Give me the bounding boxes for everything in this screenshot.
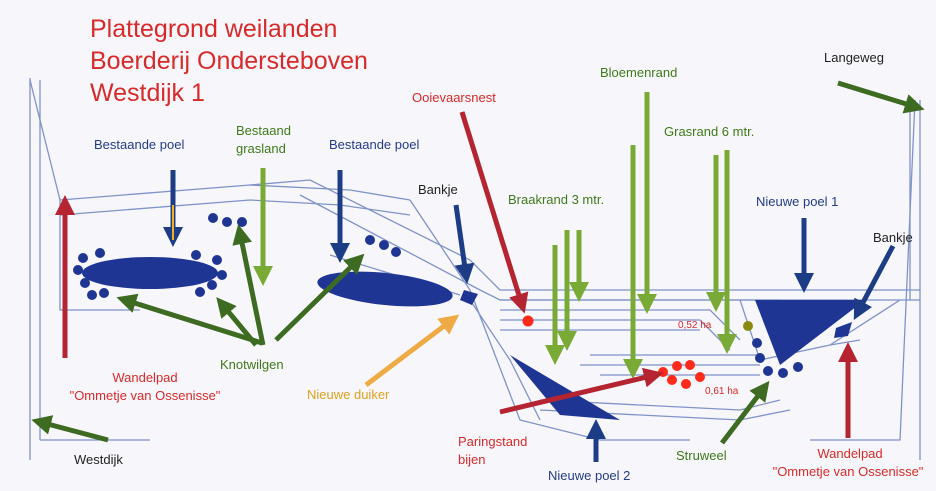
label-bench-right: Bankje — [873, 230, 913, 245]
shrub-marker — [743, 321, 753, 331]
label-existing-pond-left: Bestaande poel — [94, 137, 185, 152]
label-stork-nest: Ooievaarsnest — [412, 90, 496, 105]
label-fallow-border: Braakrand 3 mtr. — [508, 192, 605, 207]
label-new-pond-2: Nieuwe poel 2 — [548, 468, 631, 483]
label-bee-mating-station-1: Paringstand — [458, 434, 528, 449]
existing-pond-middle — [317, 271, 453, 307]
label-bee-mating-station-2: bijen — [458, 452, 486, 467]
map-title-line-3: Westdijk 1 — [90, 79, 205, 107]
arrow-bee-mating-station — [499, 367, 664, 415]
arrow-bench-right — [853, 244, 896, 320]
arrow-willows-mid-1 — [216, 297, 258, 347]
arrow-westdijk — [31, 415, 109, 443]
label-existing-grassland-2: grasland — [236, 141, 286, 156]
label-westdijk: Westdijk — [74, 452, 123, 467]
arrow-willows-mid-2 — [232, 224, 266, 346]
label-shrubs: Struweel — [676, 448, 727, 463]
arrow-bench-left — [453, 204, 475, 284]
label-flower-border: Bloemenrand — [600, 65, 678, 80]
arrow-shrubs — [720, 380, 770, 445]
arrow-new-culvert — [364, 314, 460, 387]
map-title-line-1: Plattegrond weilanden — [90, 15, 338, 43]
pollard-willows — [73, 213, 803, 378]
label-area-061: 0,61 ha — [705, 386, 739, 397]
label-walking-path-left-1: Wandelpad — [112, 370, 178, 385]
label-walking-path-left-2: "Ommetje van Ossenisse" — [69, 388, 221, 403]
new-pond-1 — [755, 300, 865, 365]
arrow-langeweg — [837, 80, 925, 114]
label-area-052: 0,52 ha — [678, 320, 712, 331]
label-existing-pond-middle: Bestaande poel — [329, 137, 420, 152]
label-bench-left: Bankje — [418, 182, 458, 197]
label-langeweg: Langeweg — [824, 50, 884, 65]
label-walking-path-right-1: Wandelpad — [817, 446, 883, 461]
label-new-culvert: Nieuwe duiker — [307, 387, 390, 402]
map-title-line-2: Boerderij Ondersteboven — [90, 47, 368, 75]
bench-right-marker — [834, 322, 852, 338]
label-pollard-willows: Knotwilgen — [220, 357, 284, 372]
new-pond-2 — [510, 355, 620, 420]
arrow-stork-nest — [459, 111, 529, 314]
label-new-pond-1: Nieuwe poel 1 — [756, 194, 839, 209]
arrow-willows-left — [116, 293, 263, 346]
bench-left-marker — [460, 290, 478, 305]
label-walking-path-right-2: "Ommetje van Ossenisse" — [772, 464, 924, 479]
label-existing-grassland-1: Bestaand — [236, 123, 291, 138]
stork-nest-marker — [522, 315, 534, 327]
existing-pond-left — [82, 257, 218, 289]
label-grass-border: Grasrand 6 mtr. — [664, 124, 755, 139]
arrow-willows-right — [274, 253, 365, 342]
